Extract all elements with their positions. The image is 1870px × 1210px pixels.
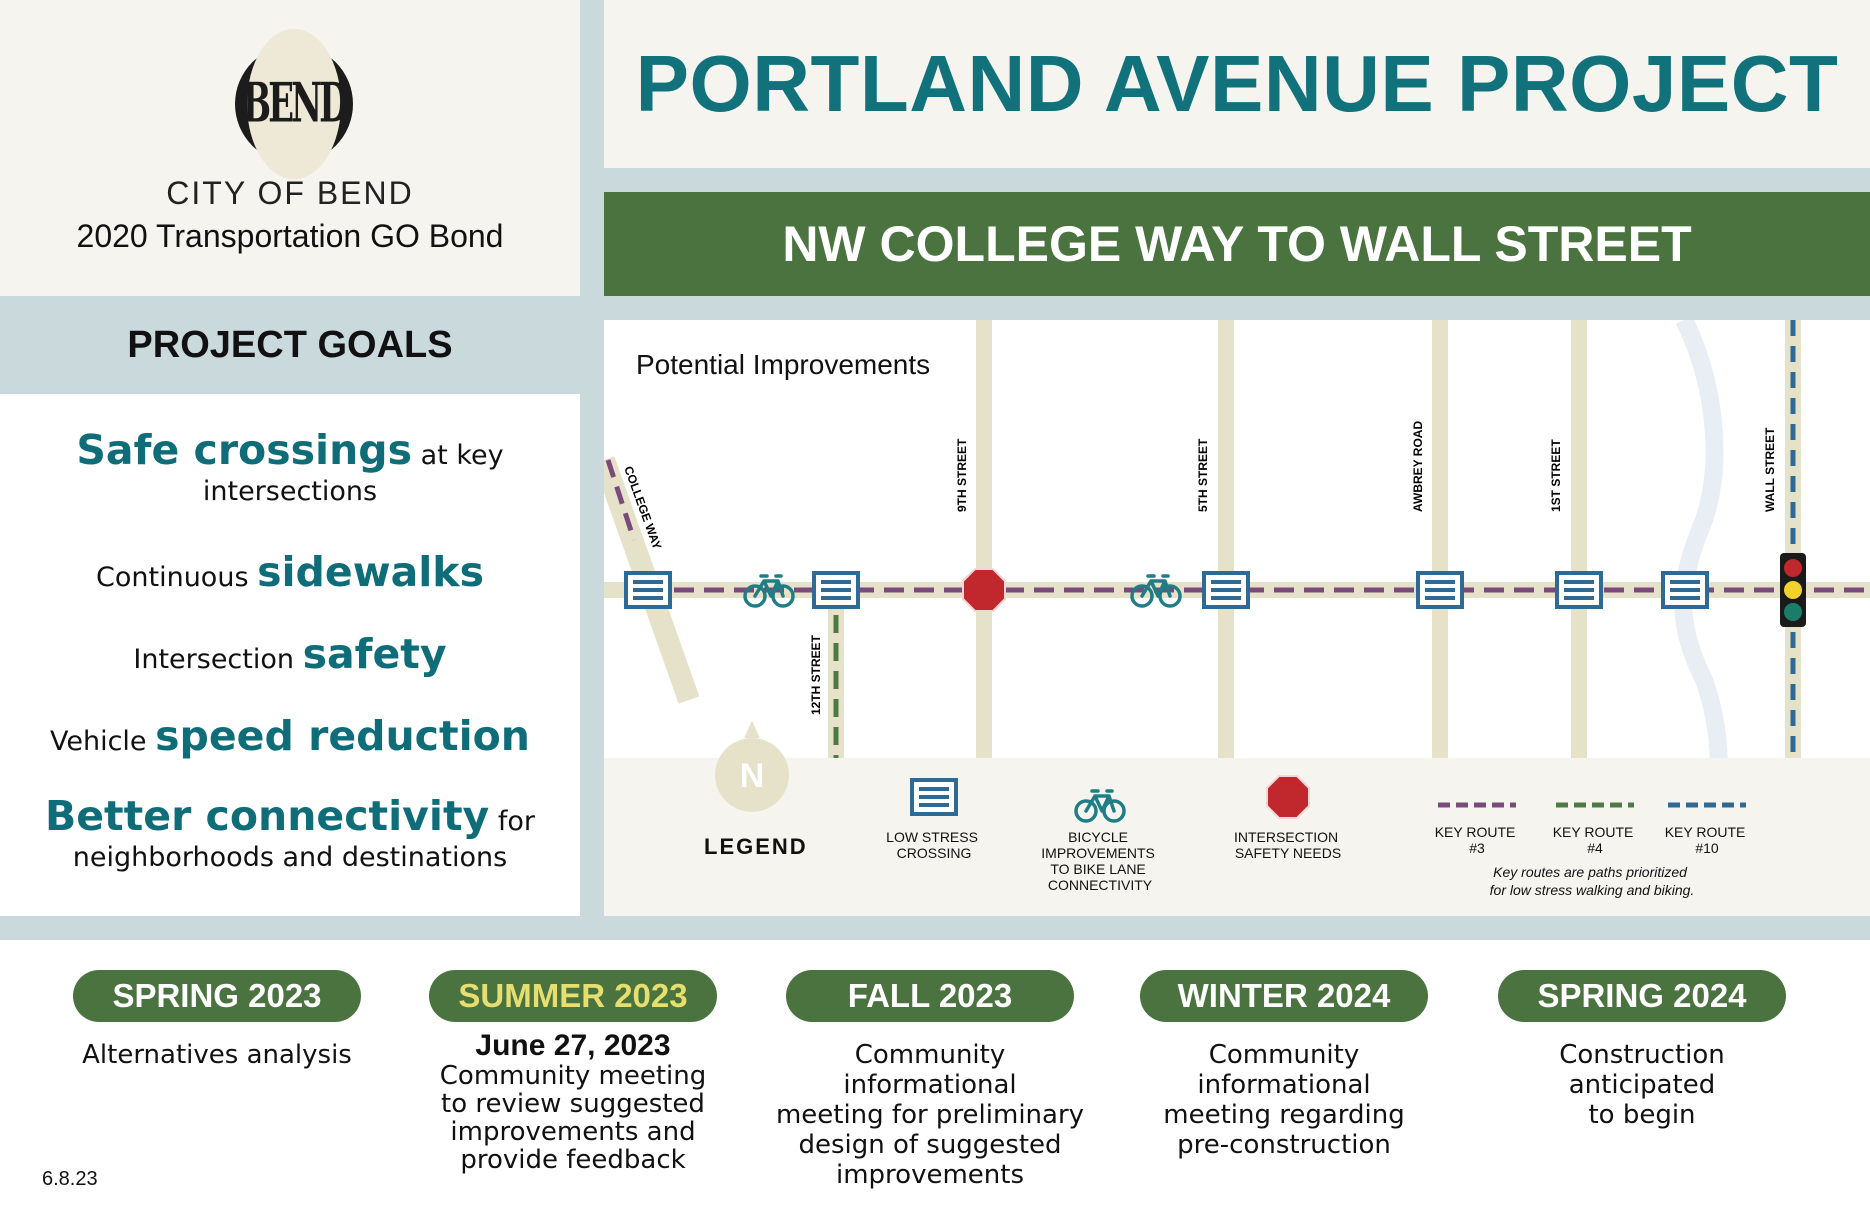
- legend-route4: KEY ROUTE #4: [1553, 824, 1638, 856]
- goal-item: Intersection safety: [133, 630, 447, 678]
- low-stress-crossing-icon: [1416, 571, 1464, 609]
- traffic-signal-icon: [1780, 553, 1806, 627]
- season-pill: SPRING 2024: [1498, 970, 1786, 1022]
- street-label-1st: 1ST STREET: [1549, 439, 1563, 512]
- season-pill: SPRING 2023: [73, 970, 361, 1022]
- timeline-phase: FALL 2023 Community informational meetin…: [775, 970, 1085, 1190]
- north-arrow-icon: N: [715, 721, 789, 812]
- goal-item: Better connectivity for neighborhoods an…: [45, 792, 535, 873]
- legend-note: Key routes are paths prioritized for low…: [1490, 864, 1695, 898]
- route-3-line: [605, 459, 637, 541]
- map-svg: COLLEGE WAY 12TH STREET 9TH STREET 5TH S…: [604, 320, 1870, 916]
- phase-description: Community informational meeting regardin…: [1163, 1040, 1405, 1160]
- goal-item: Vehicle speed reduction: [49, 712, 530, 760]
- map-panel: COLLEGE WAY 12TH STREET 9TH STREET 5TH S…: [604, 320, 1870, 916]
- legend-low-stress: LOW STRESS CROSSING: [886, 829, 982, 861]
- stop-sign-icon: [962, 568, 1006, 612]
- goals-panel: Safe crossings at key intersections Cont…: [0, 394, 580, 916]
- phase-date: June 27, 2023: [475, 1029, 671, 1062]
- org-name: CITY OF BEND: [166, 175, 414, 211]
- phase-description: Construction anticipated to begin: [1559, 1040, 1725, 1130]
- city-seal-logo: BEND: [235, 28, 353, 180]
- low-stress-crossing-icon: [812, 571, 860, 609]
- subtitle-band: NW COLLEGE WAY TO WALL STREET: [604, 192, 1870, 296]
- season-pill: FALL 2023: [786, 970, 1074, 1022]
- goal-item: Continuous sidewalks: [96, 548, 484, 596]
- street-label-awbrey: AWBREY ROAD: [1411, 421, 1425, 512]
- goal-item: Safe crossings at key intersections: [76, 426, 504, 507]
- legend-stop-icon: [1266, 775, 1310, 819]
- legend-strip: [604, 758, 1870, 916]
- svg-text:N: N: [740, 757, 765, 795]
- goals-header: PROJECT GOALS: [0, 296, 580, 394]
- timeline-phase: SUMMER 2023 June 27, 2023 Community meet…: [418, 970, 728, 1174]
- legend-route3: KEY ROUTE #3: [1435, 824, 1520, 856]
- season-pill: WINTER 2024: [1140, 970, 1428, 1022]
- timeline-phase: SPRING 2024 Construction anticipated to …: [1487, 970, 1797, 1130]
- title-panel: PORTLAND AVENUE PROJECT: [604, 0, 1870, 168]
- low-stress-crossing-icon: [1661, 571, 1709, 609]
- legend-route10: KEY ROUTE #10: [1665, 824, 1750, 856]
- legend-bicycle: BICYCLE IMPROVEMENTS TO BIKE LANE CONNEC…: [1041, 829, 1158, 893]
- season-pill: SUMMER 2023: [429, 970, 717, 1022]
- page-subtitle: NW COLLEGE WAY TO WALL STREET: [782, 216, 1692, 272]
- low-stress-crossing-icon: [1555, 571, 1603, 609]
- street-label-9th: 9TH STREET: [955, 438, 969, 512]
- phase-description: Community meeting to review suggested im…: [439, 1061, 707, 1175]
- low-stress-crossing-icon: [624, 571, 672, 609]
- street-label-12th: 12TH STREET: [809, 634, 823, 715]
- street-label-wall: WALL STREET: [1763, 427, 1777, 512]
- program-name: 2020 Transportation GO Bond: [76, 218, 504, 254]
- timeline-phase: WINTER 2024 Community informational meet…: [1129, 970, 1439, 1160]
- logo-panel: BEND CITY OF BEND 2020 Transportation GO…: [0, 0, 580, 296]
- map-heading: Potential Improvements: [636, 349, 930, 380]
- phase-description: Alternatives analysis: [82, 1040, 352, 1070]
- low-stress-crossing-icon: [1202, 571, 1250, 609]
- page-title: PORTLAND AVENUE PROJECT: [635, 39, 1839, 128]
- street-label-5th: 5TH STREET: [1196, 438, 1210, 512]
- timeline-panel: SPRING 2023 Alternatives analysis SUMMER…: [0, 940, 1870, 1210]
- logo-lettering: BEND: [242, 28, 349, 180]
- legend-safety: INTERSECTION SAFETY NEEDS: [1234, 829, 1342, 861]
- timeline-phase: SPRING 2023 Alternatives analysis: [62, 970, 372, 1070]
- document-date: 6.8.23: [42, 1168, 98, 1190]
- phase-description: Community informational meeting for prel…: [775, 1040, 1085, 1190]
- legend-crossing-icon: [910, 778, 958, 816]
- legend-title: LEGEND: [704, 834, 808, 859]
